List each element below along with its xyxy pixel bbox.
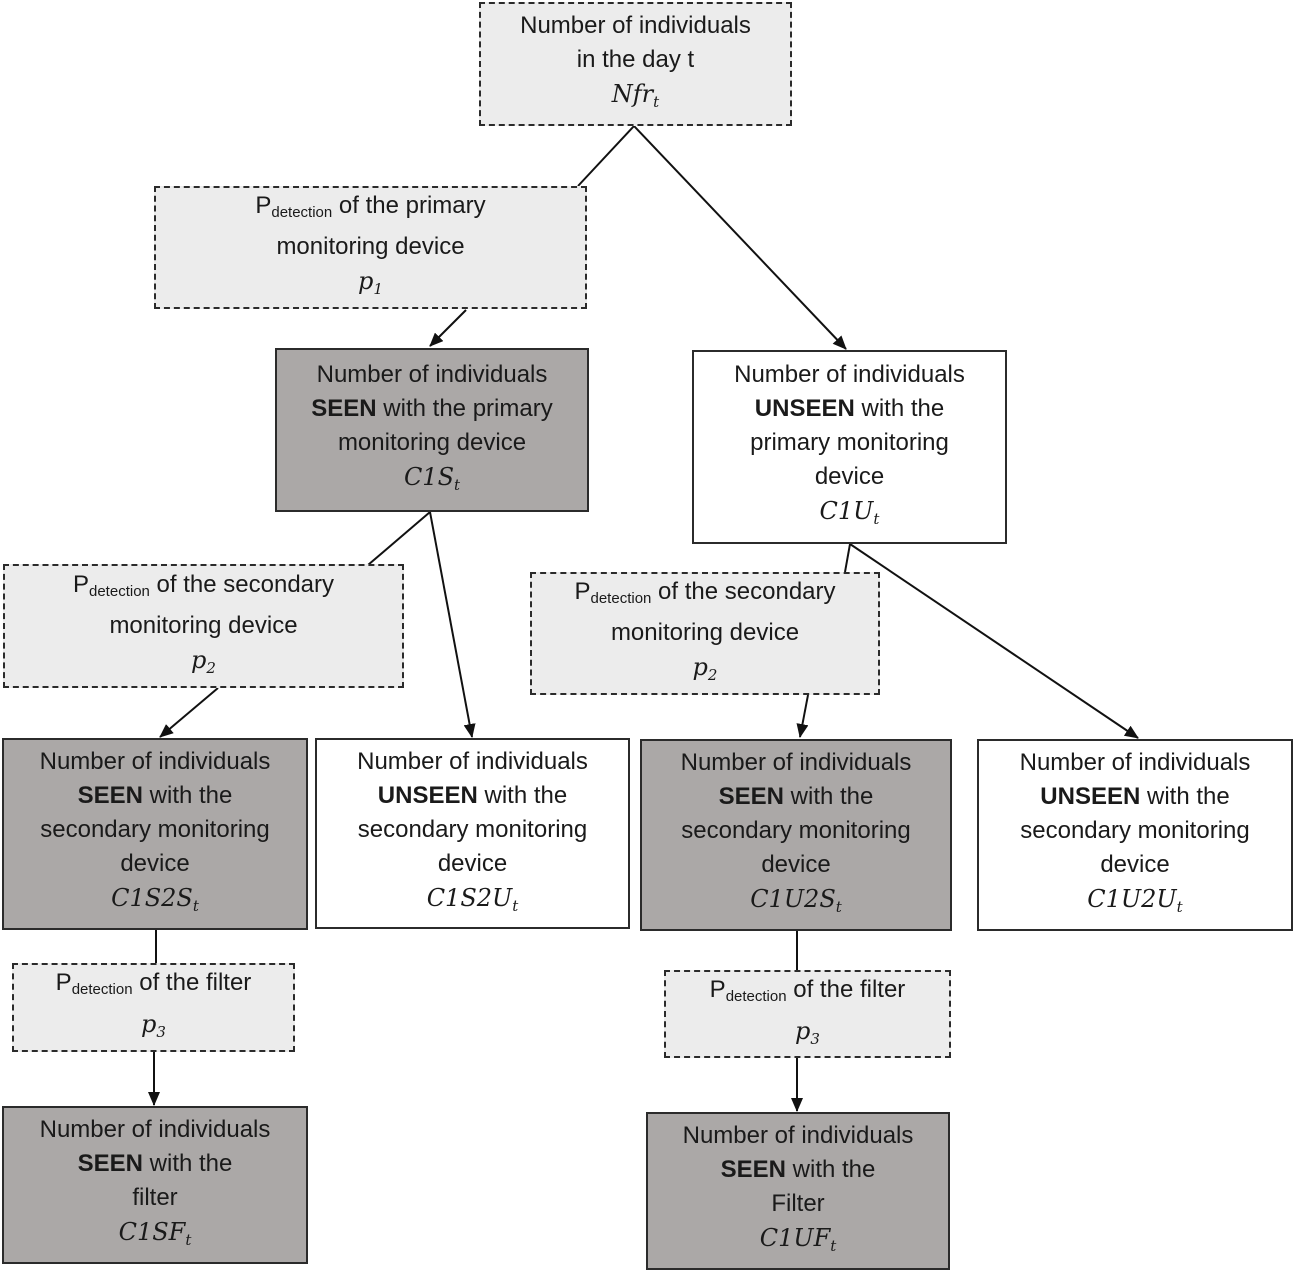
- node-text: Pdetection of the secondary: [72, 570, 335, 600]
- node-text: UNSEEN with the: [1040, 783, 1230, 810]
- node-text: secondary monitoring: [357, 815, 588, 843]
- node-text: secondary monitoring: [40, 816, 270, 843]
- node-variable: C1S2St: [111, 884, 199, 915]
- node-text: Pdetection of the primary: [255, 192, 486, 221]
- node-variable: p2: [692, 653, 718, 684]
- node-variable: p3: [141, 1010, 166, 1041]
- node-text: secondary monitoring: [1020, 817, 1250, 844]
- edge-seen-primary-to-pdetection-secondary-left: [367, 511, 431, 566]
- node-text: Number of individuals: [316, 361, 548, 388]
- node-text: in the day t: [576, 46, 695, 73]
- node-pdetection-filter-right: Pdetection of the filter p3: [664, 970, 951, 1058]
- node-text: primary monitoring: [750, 429, 949, 456]
- node-text: device: [814, 463, 885, 490]
- node-variable: p2: [191, 645, 216, 677]
- node-variable: C1S2Ut: [426, 883, 519, 915]
- node-individuals-day-t: Number of individuals in the day t Nfrt: [479, 2, 792, 126]
- node-text: filter: [132, 1184, 178, 1211]
- node-text: monitoring device: [276, 233, 465, 260]
- node-seen-secondary-right: Number of individuals SEEN with the seco…: [640, 739, 952, 931]
- node-unseen-primary: Number of individuals UNSEEN with the pr…: [692, 350, 1007, 544]
- node-seen-secondary-left: Number of individuals SEEN with the seco…: [2, 738, 308, 930]
- edge-unseen-primary-to-pdetection-secondary-right: [844, 543, 851, 573]
- node-text: device: [1100, 851, 1170, 878]
- node-variable: C1UFt: [759, 1224, 837, 1255]
- node-text: device: [120, 850, 190, 877]
- edge-pdetection-primary-to-seen-primary: [429, 309, 467, 347]
- node-text: SEEN with the primary: [311, 395, 553, 422]
- node-text: SEEN with the: [720, 1156, 876, 1183]
- node-text: UNSEEN with the: [377, 781, 568, 809]
- edge-seen-primary-to-unseen-secondary-left: [429, 511, 476, 738]
- node-variable: C1SFt: [118, 1218, 192, 1249]
- node-pdetection-primary: Pdetection of the primary monitoring dev…: [154, 186, 587, 309]
- node-text: Number of individuals: [682, 1122, 914, 1149]
- node-text: monitoring device: [109, 611, 298, 639]
- edge-root-to-pdetection-primary: [577, 125, 635, 187]
- node-text: Number of individuals: [734, 361, 965, 388]
- node-text: Pdetection of the secondary: [574, 578, 836, 607]
- node-pdetection-secondary-left: Pdetection of the secondary monitoring d…: [3, 564, 404, 688]
- node-text: device: [437, 849, 508, 877]
- node-seen-filter-right: Number of individuals SEEN with the Filt…: [646, 1112, 950, 1270]
- node-variable: Nfrt: [611, 80, 660, 111]
- node-pdetection-filter-left: Pdetection of the filter p3: [12, 963, 295, 1052]
- node-text: monitoring device: [337, 429, 527, 456]
- edge-unseen-primary-to-unseen-secondary-right: [849, 543, 1139, 739]
- node-variable: C1U2Ut: [1087, 885, 1183, 916]
- node-text: Pdetection of the filter: [55, 969, 252, 998]
- node-text: SEEN with the: [77, 1150, 233, 1177]
- node-text: secondary monitoring: [681, 817, 911, 844]
- node-text: Number of individuals: [39, 1116, 271, 1143]
- node-text: monitoring device: [610, 619, 800, 646]
- node-text: Number of individuals: [520, 12, 751, 39]
- node-text: SEEN with the: [77, 782, 233, 809]
- node-variable: C1U2St: [750, 885, 842, 916]
- node-text: Pdetection of the filter: [709, 975, 906, 1005]
- node-seen-primary: Number of individuals SEEN with the prim…: [275, 348, 589, 512]
- node-text: SEEN with the: [718, 783, 874, 810]
- node-text: Filter: [771, 1190, 825, 1217]
- node-pdetection-secondary-right: Pdetection of the secondary monitoring d…: [530, 572, 880, 695]
- node-variable: C1Ut: [819, 497, 880, 528]
- node-text: Number of individuals: [1019, 749, 1251, 776]
- edge-pdetection-secondary-left-to-seen-secondary-left: [159, 687, 219, 738]
- edge-pdetection-secondary-right-to-seen-secondary-right: [796, 694, 809, 738]
- node-variable: p1: [358, 267, 383, 298]
- edge-root-to-unseen-primary: [633, 125, 847, 350]
- node-text: UNSEEN with the: [754, 395, 945, 422]
- node-text: Number of individuals: [39, 748, 271, 775]
- node-text: device: [761, 851, 831, 878]
- node-seen-filter-left: Number of individuals SEEN with the filt…: [2, 1106, 308, 1264]
- node-unseen-secondary-right: Number of individuals UNSEEN with the se…: [977, 739, 1293, 931]
- node-variable: C1St: [403, 463, 461, 494]
- node-text: Number of individuals: [357, 747, 588, 775]
- node-text: Number of individuals: [680, 749, 912, 776]
- node-variable: p3: [795, 1016, 820, 1048]
- node-unseen-secondary-left: Number of individuals UNSEEN with the se…: [315, 738, 630, 929]
